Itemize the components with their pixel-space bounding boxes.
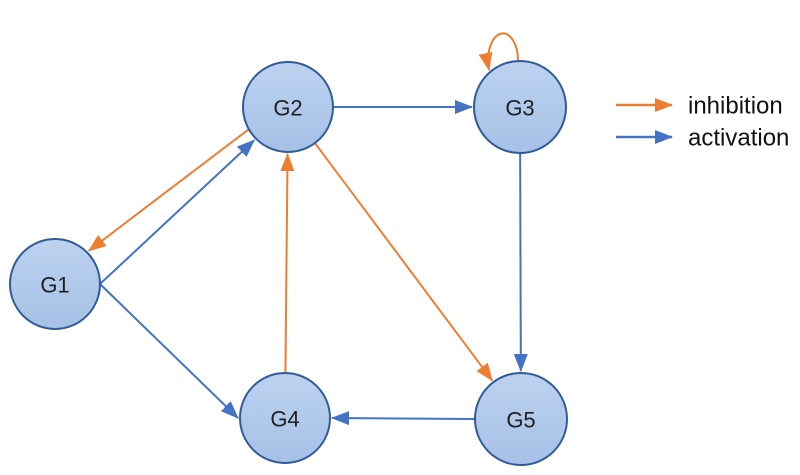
legend: inhibition activation [616,93,789,152]
node-label-G1: G1 [40,273,69,298]
node-G2[interactable]: G2 [242,61,334,153]
node-G3[interactable]: G3 [473,60,567,154]
legend-item-activation: activation [616,125,789,152]
edge-G3-G3-inhibition-self-loop [478,32,520,71]
edge-G2-G1-inhibition [88,128,250,252]
edge-G5-G4-activation [331,411,476,426]
node-label-G4: G4 [270,407,299,432]
legend-label-activation: activation [688,125,789,152]
node-label-G3: G3 [505,96,534,121]
node-label-G2: G2 [273,96,302,121]
node-G4[interactable]: G4 [239,372,331,464]
node-label-G5: G5 [506,408,535,433]
edge-G1-G2-activation [99,139,255,285]
legend-label-inhibition: inhibition [688,93,783,120]
node-G5[interactable]: G5 [474,372,568,466]
node-circle-G2[interactable] [242,61,334,153]
edge-G2-G5-inhibition [314,142,494,382]
node-G1[interactable]: G1 [9,238,101,330]
edge-G1-G4-activation [99,283,239,419]
edge-G4-G2-inhibition [280,152,295,374]
node-circle-G5[interactable] [474,372,568,466]
node-circle-G3[interactable] [473,60,567,154]
node-circle-G1[interactable] [9,238,101,330]
edges-layer [88,32,528,426]
legend-item-inhibition: inhibition [616,93,783,120]
edge-G3-G5-activation [513,152,528,373]
node-circle-G4[interactable] [239,372,331,464]
